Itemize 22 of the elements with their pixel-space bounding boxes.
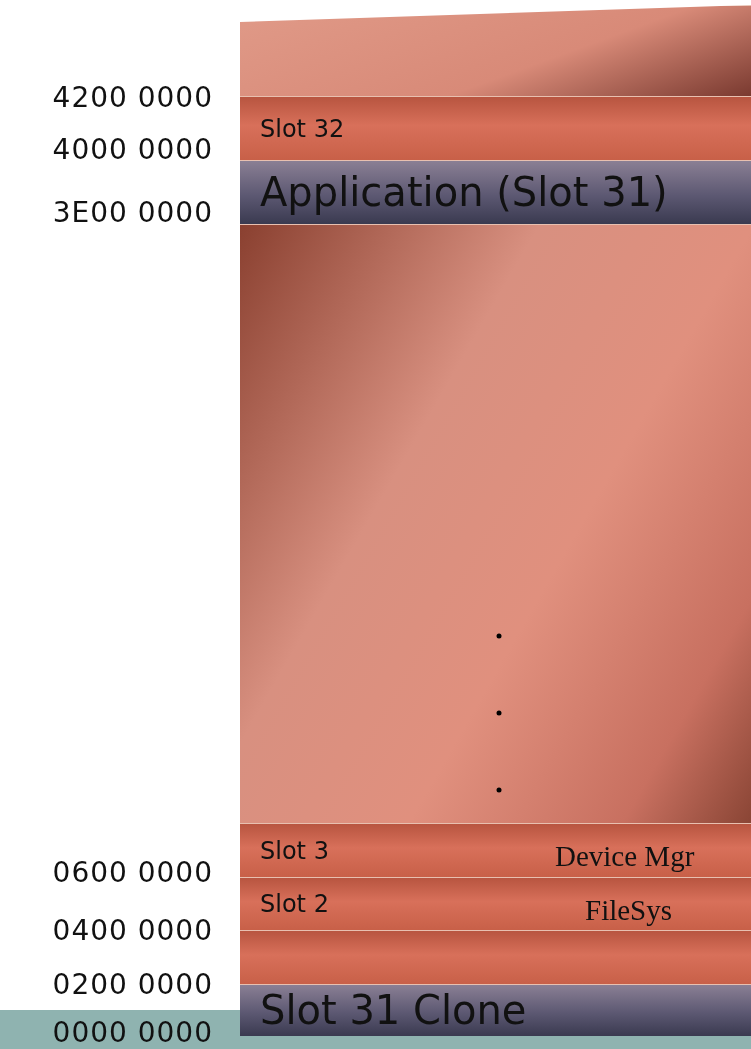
slot-label: Slot 2 [260,890,329,919]
memory-slot-band [240,984,751,1036]
memory-slot-band [240,823,751,877]
address-label: 0600 0000 [52,856,213,889]
address-label: 0200 0000 [52,968,213,1001]
memory-region-band [240,224,751,823]
memory-region-band [240,930,751,984]
slot-label: Slot 31 Clone [260,987,527,1033]
slot-label: Slot 3 [260,836,329,865]
address-label: 0000 0000 [52,1016,213,1049]
address-label: 0400 0000 [52,914,213,947]
address-label: 4200 0000 [52,81,213,114]
slot-label: Slot 32 [260,114,345,143]
memory-slot-band [240,96,751,160]
address-label: 3E00 0000 [52,196,213,229]
slot-owner-label: FileSys [585,894,673,927]
slot-label: Application (Slot 31) [260,169,668,215]
slot-owner-label: Device Mgr [555,840,695,873]
memory-slot-band [240,160,751,224]
address-label: 4000 0000 [52,133,213,166]
memory-region-band [240,5,751,96]
memory-slot-band [240,877,751,930]
